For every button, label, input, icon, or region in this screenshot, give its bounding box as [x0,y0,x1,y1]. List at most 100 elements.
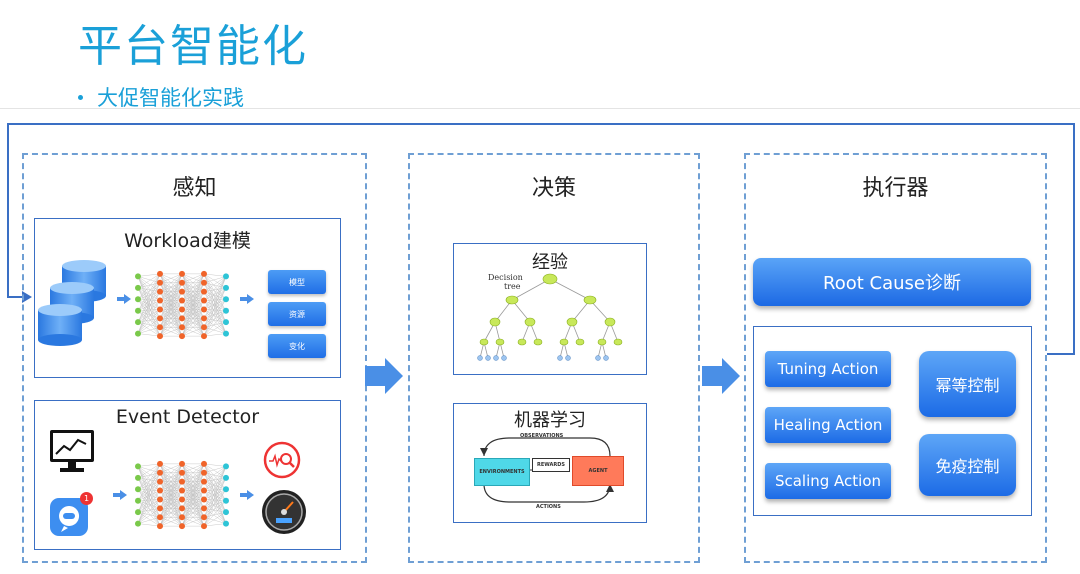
nn-connection [159,273,183,283]
root-cause-button[interactable]: Root Cause诊断 [753,258,1031,306]
nn-connection [159,273,183,292]
perception-panel [22,153,367,563]
nn-node [157,514,163,521]
experience-box [453,243,647,375]
event-detector-title: Event Detector [115,406,260,428]
nn-connection [159,291,183,337]
nn-connection [203,489,227,527]
agent-node: AGENT [572,456,624,486]
nn-connection [181,273,205,328]
nn-connection [159,463,183,518]
nn-connection [181,273,205,301]
nn-connection [137,466,161,518]
rewards-label: REWARDS [536,462,566,468]
nn-connection [181,327,205,337]
nn-connection [203,477,227,509]
nn-connection [203,463,227,490]
nn-connection [137,318,161,334]
nn-connection [203,276,227,292]
nn-node [157,478,163,485]
nn-node [135,296,141,303]
nn-connection [137,300,161,311]
nn-node [201,496,207,503]
nn-connection [203,276,227,319]
nn-connection [203,463,227,501]
nn-node [201,523,207,530]
bullet-dot [78,95,83,100]
nn-connection [203,472,227,479]
nn-connection [137,511,161,527]
nn-connection [203,489,227,500]
nn-connection [181,300,205,337]
nn-node [135,330,141,337]
model-output-button[interactable]: 模型 [268,270,326,294]
nn-connection [137,299,161,319]
nn-connection [137,273,161,311]
decision-panel [408,153,700,563]
nn-connection [137,299,161,310]
nn-connection [159,463,183,482]
chat-app-icon [50,498,88,536]
environments-label: ENVIRONMENTS [479,469,525,475]
flow-arrow-icon [117,294,131,304]
nn-node [201,505,207,512]
resource-output-button[interactable]: 资源 [268,302,326,326]
executor-panel [744,153,1047,563]
nn-node [179,469,185,476]
healing-action-button[interactable]: Healing Action [765,407,891,443]
nn-connection [137,291,161,300]
nn-connection [203,299,227,310]
idempotent-control-button[interactable]: 幂等控制 [919,351,1016,417]
nn-node [157,505,163,512]
nn-connection [137,300,161,334]
nn-node [135,319,141,326]
nn-connection [203,477,227,500]
nn-connection [137,517,161,524]
actions-label: ACTIONS [536,504,561,510]
nn-connection [203,287,227,301]
nn-connection [203,276,227,337]
nn-connection [137,489,161,509]
nn-connection [137,463,161,490]
nn-connection [203,299,227,337]
immunity-control-button[interactable]: 免疫控制 [919,434,1016,496]
nn-node [135,474,141,481]
nn-node [179,460,185,467]
nn-node [179,270,185,277]
nn-connection [181,490,205,527]
nn-connection [159,508,183,527]
nn-connection [203,282,227,311]
nn-connection [159,273,183,319]
nn-connection [137,310,161,337]
nn-connection [181,463,205,518]
executor-title: 执行器 [862,176,929,201]
nn-connection [203,310,227,328]
nn-connection [137,481,161,490]
nn-connection [137,310,161,319]
nn-connection [203,472,227,490]
nn-connection [137,273,161,289]
alert-search-icon [263,441,301,479]
decision-title: 决策 [531,176,576,201]
nn-connection [137,500,161,527]
tuning-action-button[interactable]: Tuning Action [765,351,891,387]
nn-connection [203,273,227,311]
flow-arrow-body [365,366,385,386]
nn-connection [203,287,227,337]
nn-connection [159,318,183,337]
nn-connection [203,309,227,311]
nn-node [223,284,229,291]
scaling-action-button[interactable]: Scaling Action [765,463,891,499]
nn-connection [137,299,161,328]
nn-connection [137,291,161,334]
nn-connection [137,481,161,524]
nn-connection [203,463,227,479]
nn-node [201,279,207,286]
nn-connection [203,273,227,277]
change-output-button[interactable]: 变化 [268,334,326,358]
nn-connection [203,511,227,527]
nn-connection [137,472,161,490]
nn-connection [137,489,161,491]
nn-connection [137,291,161,311]
nn-connection [203,481,227,490]
